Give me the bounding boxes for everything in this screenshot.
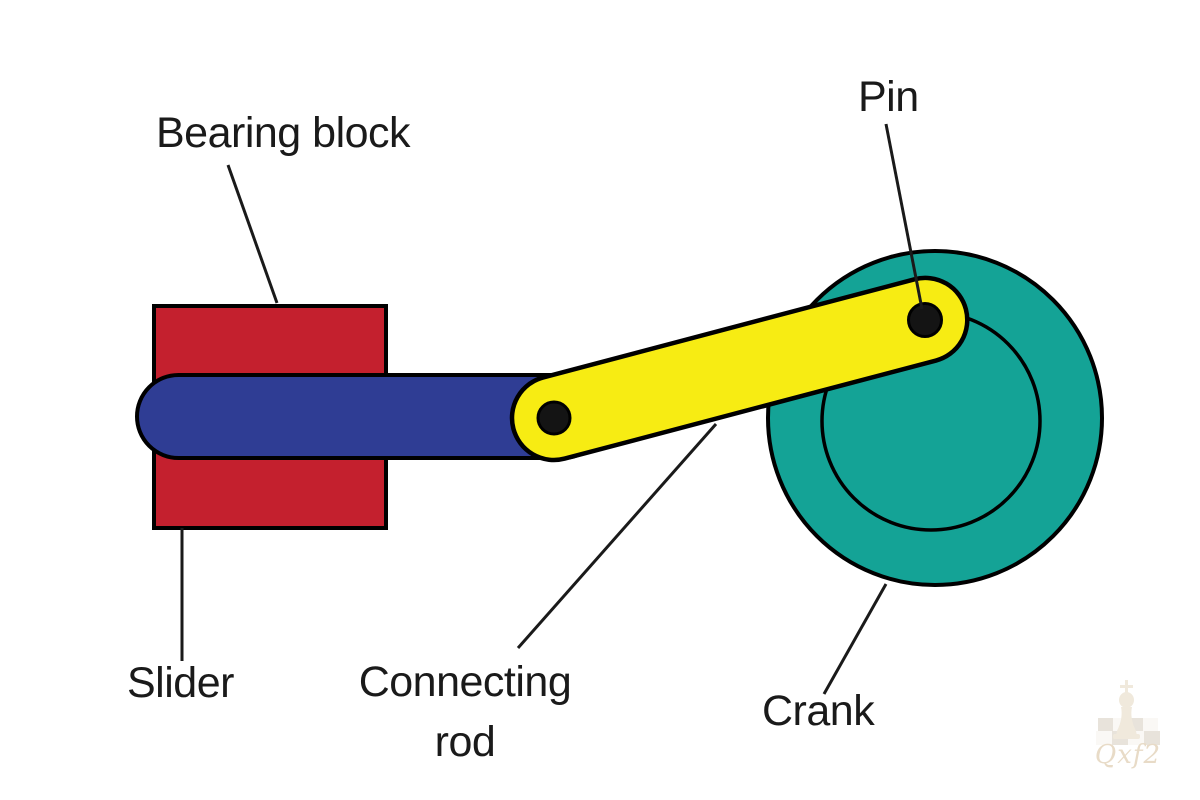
- watermark-chess-piece-icon: [1113, 680, 1140, 739]
- pin-label: Pin: [858, 73, 919, 121]
- watermark-text: Qxf2: [1094, 740, 1162, 770]
- crank-pin-shape: [907, 302, 943, 338]
- slider-label: Slider: [127, 659, 234, 707]
- connecting-rod-label: Connecting rod: [340, 652, 590, 772]
- connecting-rod-label-line1: Connecting: [358, 658, 572, 706]
- crosshead-pin-shape: [536, 400, 572, 436]
- crank-label: Crank: [762, 687, 875, 735]
- connecting-rod-leader-line: [516, 423, 718, 649]
- crank-leader-line: [822, 583, 888, 695]
- pin-leader-line: [884, 123, 924, 310]
- connecting-rod-label-line2: rod: [434, 718, 496, 766]
- bearing-block-label: Bearing block: [156, 109, 411, 157]
- connecting-rod-shape: [509, 275, 970, 463]
- bearing-block-leader-line: [226, 164, 279, 304]
- watermark-logo: [1096, 680, 1160, 745]
